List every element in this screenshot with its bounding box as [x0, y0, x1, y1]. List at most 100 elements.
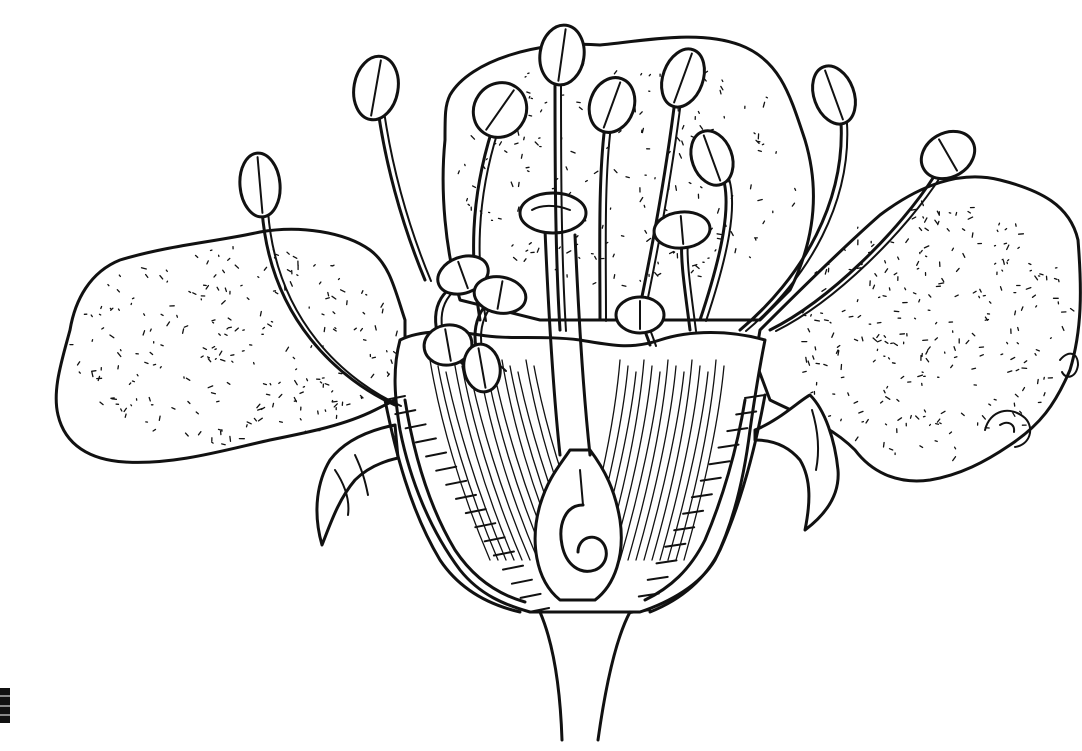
stipple-mark — [150, 329, 151, 331]
stipple-mark — [260, 312, 261, 316]
stipple-mark — [1021, 414, 1022, 415]
stipple-mark — [167, 281, 168, 282]
stipple-mark — [519, 182, 520, 186]
stipple-mark — [622, 236, 624, 237]
stipple-mark — [100, 314, 101, 315]
stipple-mark — [997, 230, 998, 231]
stipple-mark — [1040, 274, 1043, 275]
stipple-mark — [307, 379, 308, 381]
stipple-mark — [979, 296, 980, 297]
stipple-mark — [995, 263, 996, 264]
stipple-mark — [956, 213, 957, 216]
stipple-mark — [528, 171, 530, 172]
stipple-mark — [227, 328, 228, 329]
stipple-mark — [318, 411, 319, 414]
stipple-mark — [940, 423, 941, 424]
stipple-mark — [1017, 343, 1018, 344]
stipple-mark — [108, 285, 109, 286]
stipple-mark — [1018, 247, 1019, 248]
filament-edge — [384, 111, 431, 281]
stipple-mark — [559, 247, 560, 248]
stipple-mark — [1002, 270, 1003, 271]
stipple-mark — [219, 429, 222, 430]
stipple-mark — [212, 320, 215, 321]
stipple-mark — [320, 382, 321, 383]
petal-left — [56, 229, 405, 462]
stipple-mark — [79, 372, 80, 373]
stipple-mark — [803, 371, 806, 372]
stipple-mark — [332, 401, 337, 402]
stipple-mark — [339, 373, 342, 374]
stipple-mark — [121, 350, 122, 351]
stipple-mark — [499, 218, 502, 219]
stipple-mark — [641, 74, 642, 75]
stipple-mark — [887, 387, 888, 389]
stipple-mark — [838, 351, 839, 356]
stipple-mark — [1038, 380, 1039, 384]
stipple-mark — [735, 249, 736, 253]
stipple-mark — [811, 392, 813, 393]
stipple-mark — [297, 275, 298, 276]
stipple-mark — [586, 181, 588, 182]
stipple-mark — [849, 316, 853, 317]
stipple-mark — [524, 137, 525, 140]
stipple-mark — [208, 357, 210, 358]
stipple-mark — [215, 349, 216, 350]
stipple-mark — [296, 369, 297, 370]
stipple-mark — [915, 318, 916, 319]
stipple-mark — [889, 288, 890, 290]
stipple-mark — [720, 90, 721, 94]
stipple-mark — [994, 399, 996, 400]
stipple-mark — [889, 358, 890, 359]
stipple-mark — [347, 404, 350, 405]
stipple-mark — [935, 441, 937, 442]
stipple-mark — [232, 361, 233, 362]
stipple-mark — [1007, 342, 1008, 343]
stipple-mark — [254, 363, 255, 364]
stipple-mark — [229, 327, 232, 328]
stipple-mark — [303, 387, 304, 388]
stipple-mark — [905, 288, 906, 290]
stipple-mark — [529, 115, 532, 116]
stipple-mark — [955, 357, 957, 358]
stipple-mark — [955, 447, 956, 449]
stipple-mark — [271, 322, 272, 323]
stipple-mark — [919, 300, 920, 302]
stipple-mark — [311, 346, 312, 348]
stipple-mark — [382, 309, 383, 313]
stipple-mark — [841, 377, 844, 378]
stipple-mark — [676, 186, 677, 191]
stipple-mark — [1016, 224, 1017, 226]
stipple-mark — [602, 225, 603, 228]
stipple-mark — [487, 159, 488, 160]
stipple-mark — [936, 424, 939, 425]
stipple-mark — [467, 199, 468, 201]
stipple-mark — [91, 315, 92, 317]
stipple-mark — [529, 97, 530, 99]
sepal-left — [317, 425, 398, 545]
stipple-mark — [161, 345, 163, 346]
stipple-mark — [640, 280, 641, 281]
stipple-mark — [884, 443, 885, 448]
stipple-mark — [177, 315, 178, 317]
stipple-mark — [267, 394, 270, 395]
stipple-mark — [698, 276, 701, 277]
stipple-mark — [577, 236, 578, 237]
stipple-mark — [1003, 261, 1004, 265]
stipple-mark — [828, 264, 829, 265]
stipple-mark — [985, 320, 988, 321]
stipple-mark — [1030, 270, 1031, 271]
stipple-mark — [972, 368, 976, 369]
stipple-mark — [325, 410, 326, 411]
stipple-mark — [936, 323, 937, 324]
stipple-mark — [364, 340, 366, 341]
stipple-mark — [270, 384, 271, 385]
stipple-mark — [339, 279, 340, 280]
stigma — [520, 193, 586, 233]
stipple-mark — [811, 315, 812, 317]
stipple-mark — [1008, 260, 1009, 261]
stipple-mark — [521, 154, 522, 158]
stipple-mark — [101, 307, 102, 309]
stipple-mark — [258, 277, 259, 278]
